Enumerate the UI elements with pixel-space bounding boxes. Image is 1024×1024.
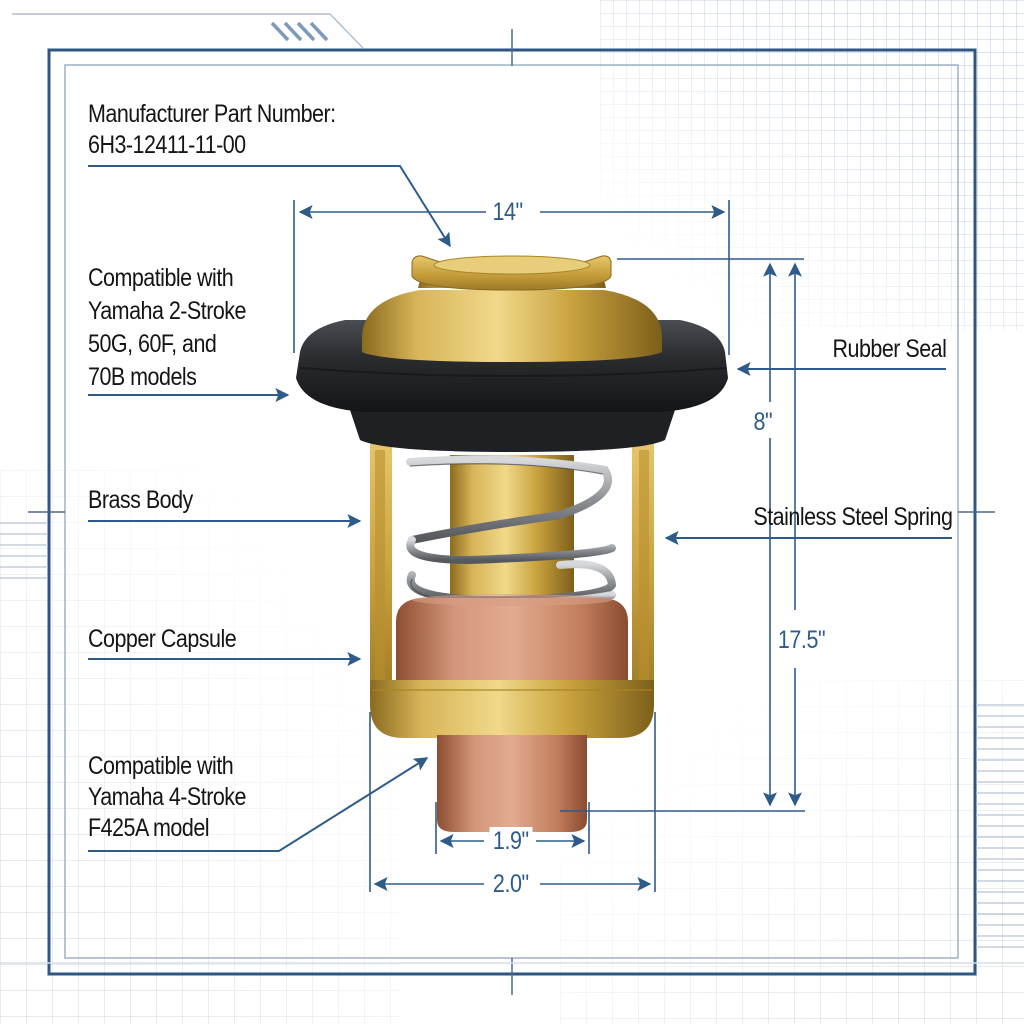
part-number-callout: Manufacturer Part Number: 6H3-12411-11-0… — [88, 99, 336, 161]
thermostat-illustration — [296, 255, 728, 832]
leader-lines — [88, 165, 952, 852]
rubber-seal-label: Rubber Seal — [832, 335, 946, 363]
compat-4stroke-callout: Compatible with Yamaha 4-Stroke F425A mo… — [88, 751, 246, 844]
spring-label: Stainless Steel Spring — [753, 503, 953, 531]
compat-2stroke-line3: 50G, 60F, and — [88, 330, 217, 358]
compat-2stroke-line2: Yamaha 2-Stroke — [88, 297, 246, 325]
dimension-total-height: 17.5" — [777, 624, 826, 656]
compat-2stroke-callout: Compatible with Yamaha 2-Stroke 50G, 60F… — [88, 262, 246, 394]
dimension-base-width: 2.0" — [489, 870, 533, 898]
compat-4stroke-line2: Yamaha 4-Stroke — [88, 783, 246, 811]
dimension-capsule-width: 1.9" — [489, 827, 533, 855]
dimension-top-width: 14" — [489, 198, 527, 226]
compat-4stroke-line1: Compatible with — [88, 752, 234, 780]
right-margin-ticks — [976, 704, 1024, 948]
brass-body-label: Brass Body — [88, 486, 193, 514]
part-number-title: Manufacturer Part Number: — [88, 100, 336, 128]
part-number-value: 6H3-12411-11-00 — [88, 131, 246, 159]
compat-2stroke-line4: 70B models — [88, 363, 197, 391]
drawing-frame — [0, 29, 1024, 995]
copper-capsule-label: Copper Capsule — [88, 625, 237, 653]
dimension-lines — [293, 200, 805, 892]
corner-decoration — [12, 13, 364, 49]
left-margin-ticks — [0, 522, 48, 579]
compat-4stroke-line3: F425A model — [88, 814, 210, 842]
compat-2stroke-line1: Compatible with — [88, 264, 234, 292]
dimension-upper-height: 8" — [753, 406, 773, 438]
